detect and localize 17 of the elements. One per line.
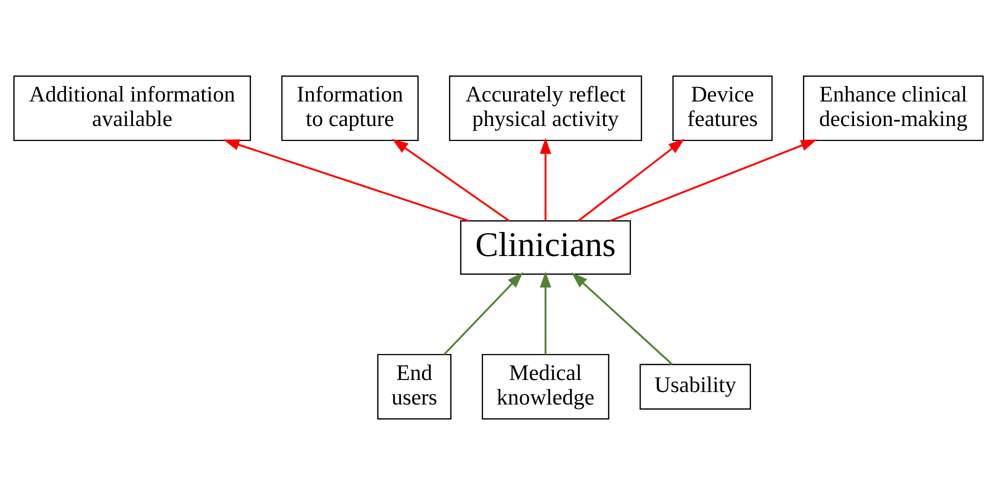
arrow bbox=[392, 138, 510, 222]
arrow bbox=[609, 139, 817, 222]
node-box: Accurately reflect physical activity bbox=[448, 75, 642, 142]
arrow bbox=[539, 138, 551, 221]
node-box: Clinicians bbox=[460, 220, 630, 275]
node-box: Medical knowledge bbox=[481, 354, 609, 420]
arrow bbox=[570, 272, 672, 366]
node-box: End users bbox=[376, 354, 451, 420]
node-box: Usability bbox=[639, 364, 750, 410]
node-box: Enhance clinical decision-making bbox=[802, 75, 984, 142]
arrow bbox=[222, 139, 469, 222]
node-box: Additional information available bbox=[12, 75, 250, 142]
arrow bbox=[539, 271, 551, 354]
arrow bbox=[577, 138, 684, 222]
arrow bbox=[442, 272, 523, 356]
node-box: Information to capture bbox=[280, 75, 418, 142]
node-box: Device features bbox=[672, 75, 772, 142]
